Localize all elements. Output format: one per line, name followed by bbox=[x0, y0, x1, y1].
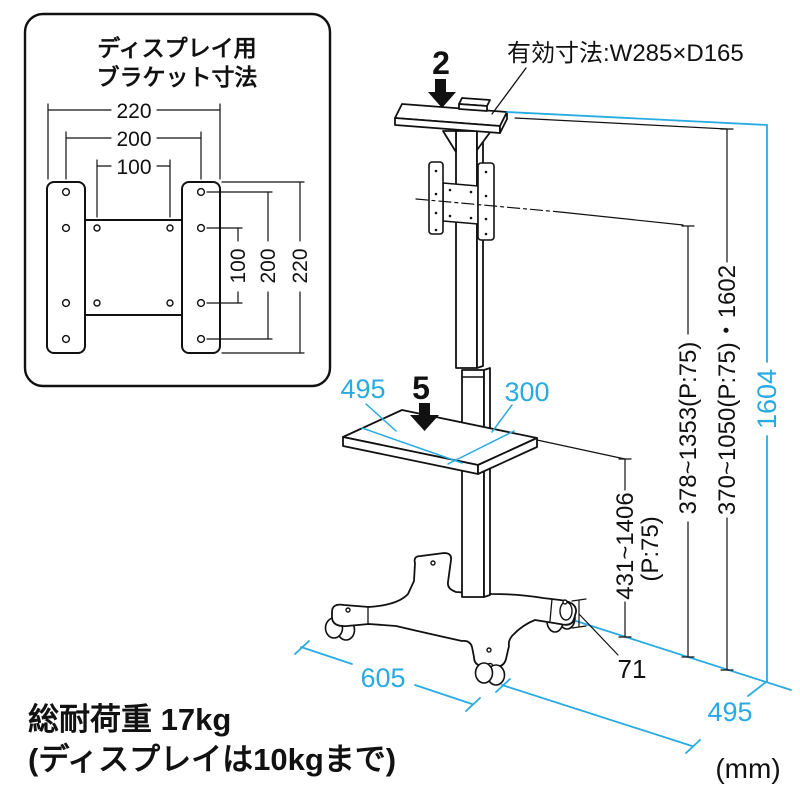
step5-label: 5 bbox=[412, 370, 430, 406]
inset-horizontal-dims: 220 200 100 bbox=[47, 100, 221, 218]
shelf-width-line bbox=[361, 427, 463, 464]
inset-dim-100v: 100 bbox=[227, 248, 250, 283]
step2-arrow-icon bbox=[428, 79, 456, 108]
inset-dim-100h: 100 bbox=[116, 156, 151, 179]
base-plate bbox=[331, 552, 577, 668]
step2-label: 2 bbox=[432, 45, 450, 81]
base-width-label: 605 bbox=[360, 663, 405, 693]
base-frame-height-label: 71 bbox=[618, 654, 647, 684]
middle-shelf: 495 300 5 bbox=[340, 370, 550, 475]
bracket-plates bbox=[46, 181, 221, 354]
base-assembly bbox=[324, 552, 577, 686]
load-note-label: (ディスプレイは10kgまで) bbox=[28, 742, 396, 777]
inset-vertical-dims: 100 200 220 bbox=[206, 181, 312, 354]
shelf-depth-label: 300 bbox=[504, 377, 549, 407]
load-capacity-note: 総耐荷重 17kg (ディスプレイは10kgまで) bbox=[28, 702, 396, 777]
shelf-width-label: 495 bbox=[340, 374, 385, 404]
unit-label: (mm) bbox=[715, 753, 780, 784]
base-dimensions: 605 495 71 (mm) bbox=[294, 598, 781, 784]
inset-dim-220h: 220 bbox=[116, 100, 151, 123]
inset-dim-200v: 200 bbox=[257, 248, 280, 283]
shelf-height-pitch-label: (P:75) bbox=[637, 516, 664, 581]
inset-dim-200h: 200 bbox=[116, 128, 151, 151]
vesa-bracket bbox=[415, 161, 684, 241]
inset-title-line2: ブラケット寸法 bbox=[97, 64, 258, 90]
shelf-depth-line bbox=[447, 430, 515, 465]
floor-reference-line bbox=[575, 620, 792, 691]
step5-arrow-icon bbox=[410, 403, 439, 431]
inset-dim-220v: 220 bbox=[289, 248, 312, 283]
height-dimensions: 431~1406 (P:75) 378~1353(P:75) 370~1050(… bbox=[506, 111, 792, 691]
inset-title-line1: ディスプレイ用 bbox=[97, 35, 256, 61]
top-shelf-height-label: 370~1050(P:75)・1602 bbox=[714, 265, 741, 515]
top-shelf: 2 有効寸法:W285×D165 bbox=[394, 40, 744, 134]
shelf-height-range-label: 431~1406 bbox=[612, 492, 639, 599]
total-height-label: 1604 bbox=[752, 369, 782, 429]
bracket-inset: ディスプレイ用 ブラケット寸法 220 200 100 bbox=[23, 12, 332, 388]
base-depth-label: 495 bbox=[707, 697, 752, 727]
front-caster bbox=[474, 662, 506, 686]
bracket-centerline bbox=[415, 198, 561, 213]
bracket-height-range-label: 378~1353(P:75) bbox=[675, 342, 702, 515]
top-reference-line bbox=[506, 111, 768, 126]
effective-size-label: 有効寸法:W285×D165 bbox=[507, 40, 744, 67]
total-load-label: 総耐荷重 17kg bbox=[28, 702, 231, 737]
lower-pole bbox=[461, 367, 491, 598]
